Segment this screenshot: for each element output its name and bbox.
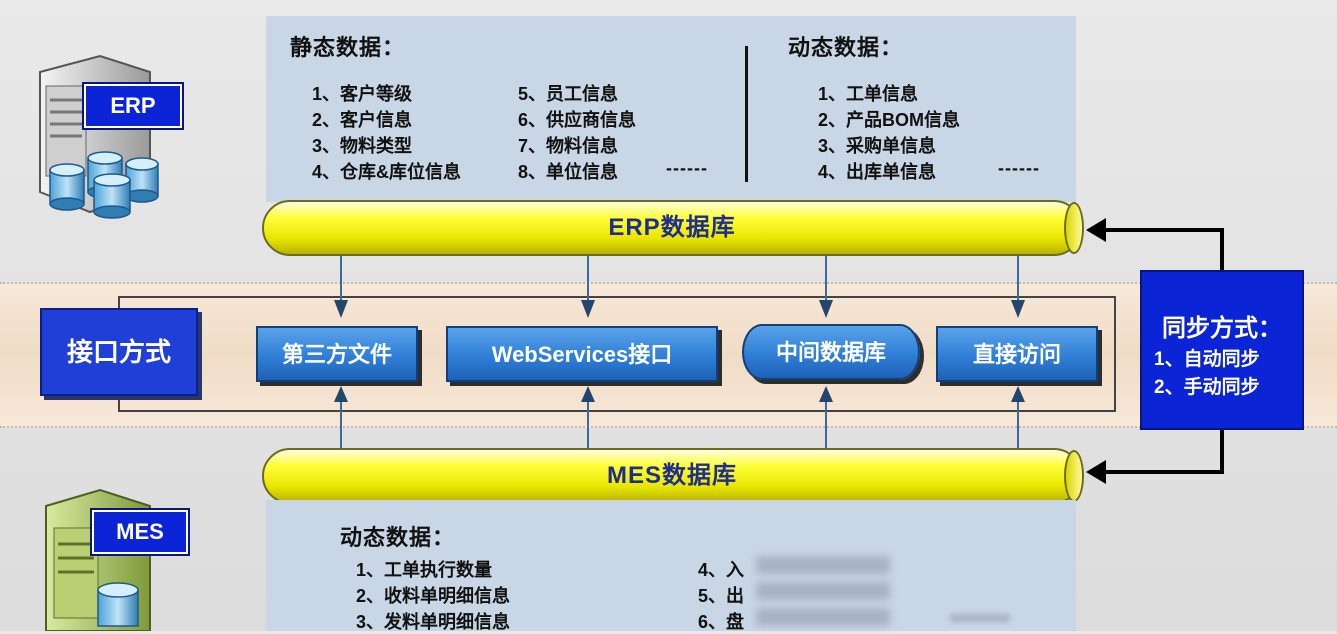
sync-method-title: 同步方式：	[1162, 315, 1282, 342]
erp-dynamic-data-item: 3、采购单信息	[818, 136, 937, 156]
mes-dynamic-data-item: 2、收料单明细信息	[356, 586, 511, 606]
erp-server-label: ERP	[84, 84, 182, 128]
blurred-text	[756, 582, 890, 600]
static-data-item: 6、供应商信息	[518, 110, 637, 130]
mes-server-label: MES	[92, 510, 188, 554]
sync-method-box	[1140, 270, 1304, 430]
erp-database-pipe	[262, 200, 1082, 256]
interface-method-webservices: WebServices接口	[446, 326, 718, 382]
interface-title-box: 接口方式	[40, 308, 198, 396]
static-data-ellipsis: ------	[666, 158, 708, 178]
erp-dynamic-data-ellipsis: ------	[998, 158, 1040, 178]
erp-dynamic-data-title: 动态数据：	[788, 35, 904, 60]
erp-dynamic-data-item: 4、出库单信息	[818, 162, 937, 182]
mes-dynamic-data-title: 动态数据：	[340, 525, 456, 550]
interface-method-third-party-file: 第三方文件	[256, 326, 418, 382]
static-data-item: 5、员工信息	[518, 84, 619, 104]
interface-method-middle-database: 中间数据库	[742, 324, 920, 380]
sync-method-item: 1、自动同步	[1154, 349, 1260, 370]
static-data-item: 7、物料信息	[518, 136, 619, 156]
mes-data-panel	[266, 500, 1076, 631]
erp-data-panel	[266, 16, 1076, 202]
erp-database-label: ERP数据库	[608, 214, 736, 241]
mes-database-pipe	[262, 448, 1082, 504]
panel-divider	[745, 46, 748, 182]
blurred-text	[756, 608, 890, 626]
blurred-text	[950, 614, 1010, 622]
mes-dynamic-data-item: 5、出	[698, 586, 745, 606]
mes-database-label: MES数据库	[606, 462, 737, 489]
static-data-item: 2、客户信息	[312, 110, 413, 130]
interface-method-direct-access: 直接访问	[936, 326, 1098, 382]
mes-dynamic-data-item: 3、发料单明细信息	[356, 612, 511, 632]
mes-dynamic-data-item: 6、盘	[698, 612, 745, 632]
erp-dynamic-data-item: 2、产品BOM信息	[818, 110, 961, 130]
erp-pipe-end	[1064, 202, 1084, 254]
mes-dynamic-data-item: 4、入	[698, 560, 745, 580]
static-data-item: 4、仓库&库位信息	[312, 162, 462, 182]
static-data-item: 3、物料类型	[312, 136, 413, 156]
blurred-text	[756, 556, 890, 574]
sync-method-item: 2、手动同步	[1154, 377, 1260, 398]
static-data-item: 1、客户等级	[312, 84, 413, 104]
erp-dynamic-data-item: 1、工单信息	[818, 84, 919, 104]
static-data-title: 静态数据：	[290, 35, 406, 60]
static-data-item: 8、单位信息	[518, 162, 619, 182]
mes-dynamic-data-item: 1、工单执行数量	[356, 560, 493, 580]
